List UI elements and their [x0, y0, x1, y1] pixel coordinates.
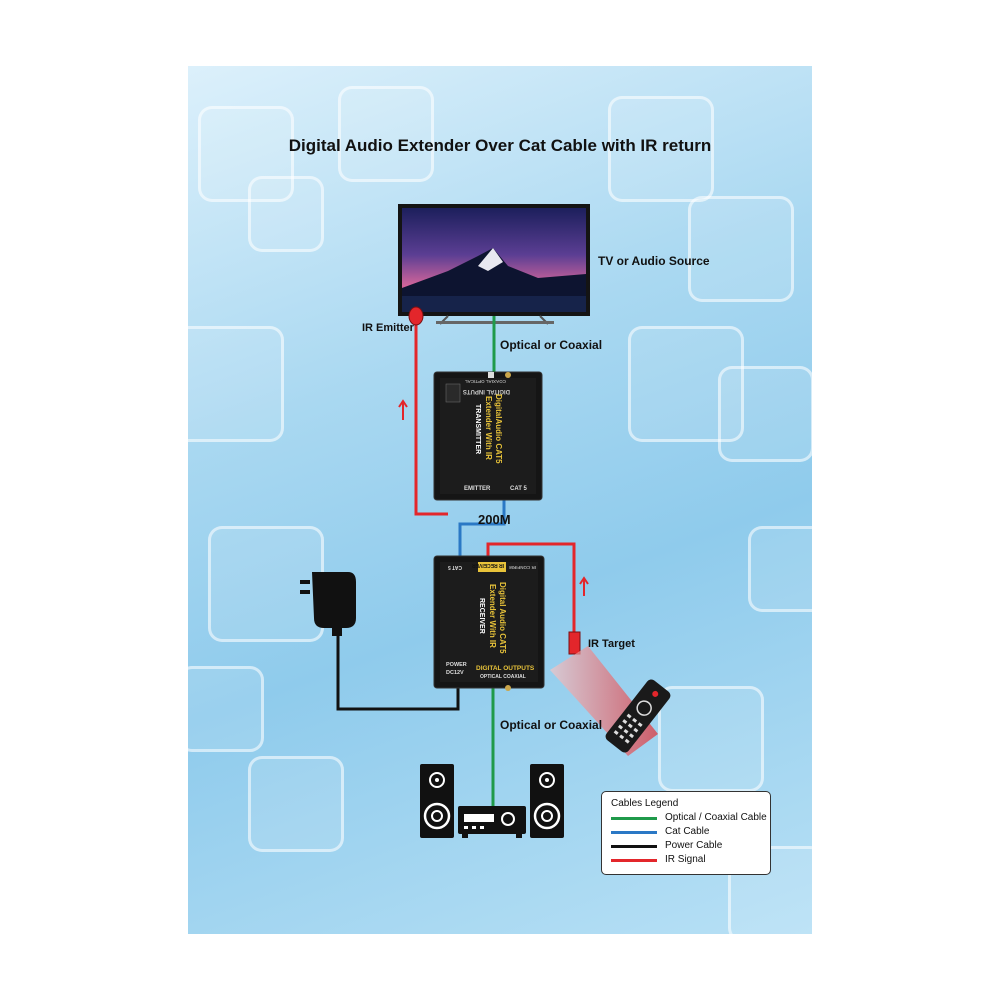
amplifier-icon: [458, 806, 526, 838]
ir-target-icon: [568, 631, 581, 655]
optical-label-top: Optical or Coaxial: [500, 338, 603, 352]
cables-legend: Cables Legend Optical / Coaxial Cable Ca…: [601, 791, 771, 875]
transmitter-line1: DigitalAudio CAT5: [494, 394, 503, 464]
remote-control-icon: [605, 679, 671, 753]
power-cable: [336, 634, 460, 711]
bg-square: [188, 666, 264, 752]
arrow-up-icon: [398, 399, 408, 420]
ir-emitter-icon: [408, 306, 424, 326]
legend-label-cat: Cat Cable: [665, 826, 710, 837]
ir-target-label: IR Target: [588, 638, 635, 650]
legend-title: Cables Legend: [611, 798, 679, 809]
receiver-line1: Digital Audio CAT5: [498, 582, 507, 654]
receiver-port-receiver: IR RECEIVER: [472, 562, 504, 568]
legend-swatch-ir: [611, 859, 657, 862]
bg-square: [658, 686, 764, 792]
legend-label-ir: IR Signal: [665, 854, 706, 865]
ir-receiver-cable: [486, 542, 576, 634]
diagram-canvas: DigitalAudio CAT5 Extender With IR TRANS…: [300, 204, 671, 838]
cat-cable: [458, 496, 506, 558]
bg-square: [718, 366, 812, 462]
ir-emitter-cable: [414, 318, 448, 516]
transmitter-line3: TRANSMITTER: [474, 404, 481, 454]
transmitter-port-cat: CAT 5: [510, 486, 528, 492]
receiver-line2: Extender With IR: [488, 584, 497, 648]
legend-label-power: Power Cable: [665, 840, 723, 851]
transmitter-inputs-sub: COAXIAL OPTICAL: [465, 379, 506, 384]
transmitter-line2: Extender With IR: [484, 396, 493, 460]
receiver-device: IR RECEIVER CAT 5 IR CONFIRM Digital Aud…: [433, 555, 545, 691]
receiver-port-cat: CAT 5: [448, 564, 462, 570]
diagram-title: Digital Audio Extender Over Cat Cable wi…: [288, 136, 712, 155]
tv-source-label: TV or Audio Source: [598, 254, 710, 268]
ir-emitter-label: IR Emitter: [362, 322, 414, 334]
bg-square: [198, 106, 294, 202]
receiver-power-sub: DC12V: [446, 670, 464, 676]
speaker-left-icon: [420, 764, 454, 838]
transmitter-port-emitter: EMITTER: [464, 486, 491, 492]
transmitter-device: DigitalAudio CAT5 Extender With IR TRANS…: [433, 371, 543, 501]
legend-swatch-cat: [611, 831, 657, 834]
receiver-port-ir: IR CONFIRM: [509, 565, 536, 570]
bg-square: [688, 196, 794, 302]
distance-label: 200M: [478, 512, 511, 527]
diagram-poster: Digital Audio Extender Over Cat Cable wi…: [188, 66, 812, 934]
bg-square: [748, 526, 812, 612]
bg-square: [608, 96, 714, 202]
bg-square: [338, 86, 434, 182]
optical-label-bottom: Optical or Coaxial: [500, 718, 603, 732]
speaker-right-icon: [530, 764, 564, 838]
receiver-outputs: DIGITAL OUTPUTS: [476, 665, 535, 672]
receiver-outputs-sub: OPTICAL COAXIAL: [480, 674, 526, 680]
transmitter-inputs: DIGITAL INPUTS: [463, 388, 510, 394]
legend-swatch-power: [611, 845, 657, 848]
bg-square: [188, 326, 284, 442]
legend-label-optical: Optical / Coaxial Cable: [665, 812, 767, 823]
tv: [398, 204, 590, 325]
bg-square: [248, 756, 344, 852]
bg-square: [248, 176, 324, 252]
bg-square: [628, 326, 744, 442]
receiver-power: POWER: [446, 662, 467, 668]
arrow-up-icon: [579, 576, 589, 596]
power-adapter-icon: [300, 572, 356, 636]
legend-swatch-optical: [611, 817, 657, 820]
receiver-line3: RECEIVER: [478, 598, 485, 634]
